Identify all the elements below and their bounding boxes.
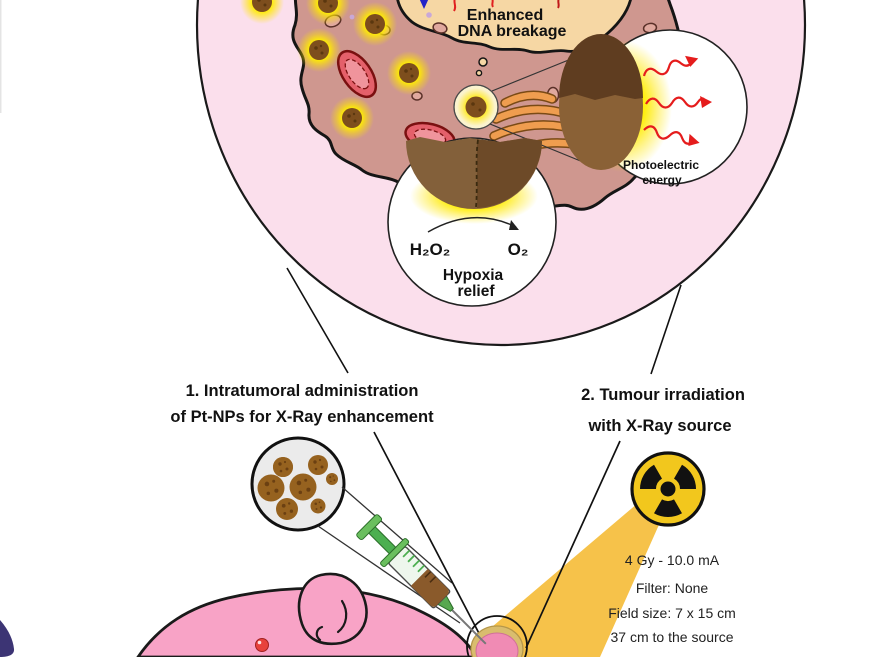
graduation-marks <box>402 549 425 573</box>
irradiation-distance: 37 cm to the source <box>610 629 734 645</box>
o2-label: O₂ <box>507 240 529 259</box>
mitochondrion <box>336 49 378 99</box>
xray-beam <box>486 503 662 657</box>
dna-fragment-red <box>557 0 560 9</box>
nucleus-label-line1: Enhanced <box>466 7 544 24</box>
photoelectric-label-line2: energy <box>642 173 682 187</box>
photoelectron-arrows <box>642 55 712 147</box>
magnifier-line <box>317 525 461 624</box>
target-circle <box>466 615 528 657</box>
corner-swoosh <box>0 620 15 657</box>
inner-ear-line <box>315 625 324 642</box>
pointer-line-ellipse-step2 <box>650 284 682 375</box>
reaction-arrowhead <box>509 220 519 230</box>
step2-label-line2: with X-Ray source <box>588 417 732 435</box>
irradiation-field: Field size: 7 x 15 cm <box>608 605 736 621</box>
magnifier-line <box>491 56 577 92</box>
chromatin-dot <box>349 14 355 20</box>
step2-label-line1: 2. Tumour irradiation <box>581 386 745 404</box>
big-nanoparticle-dark-half <box>477 138 542 208</box>
syringe-icon <box>356 514 487 645</box>
radiation-trefoil-icon <box>630 451 706 527</box>
mouse-illustration <box>136 572 478 657</box>
step1-label-line2: of Pt-NPs for X-Ray enhancement <box>170 408 434 426</box>
pointer-line-ellipse-step1 <box>286 267 349 374</box>
hypoxia-label-line1: Hypoxia <box>442 267 504 284</box>
photoelectric-energy-circle <box>489 29 748 185</box>
dna-fragment-red <box>491 0 494 8</box>
np-solution <box>410 568 449 607</box>
hypoxia-relief-circle <box>387 137 557 307</box>
nucleus-label-line2: DNA breakage <box>457 23 567 40</box>
chromatin-dot <box>426 12 432 18</box>
irradiation-dose: 4 Gy - 10.0 mA <box>624 552 720 568</box>
bubble-dot <box>478 57 488 67</box>
magnifier-line <box>341 486 453 584</box>
pointer-line-step1-tumor <box>373 431 484 642</box>
irradiation-filter: Filter: None <box>635 580 709 596</box>
photoelectric-label-line1: Photoelectric <box>622 158 700 172</box>
reaction-arrow <box>427 216 517 233</box>
pointer-line-step2-tumor <box>525 440 621 649</box>
big-nanoparticle-dark-half <box>559 34 643 100</box>
pt-nanoparticles-magnified <box>250 436 461 624</box>
dna-fragment-red <box>453 0 457 12</box>
eye-glint <box>257 640 262 645</box>
bubble-dot <box>475 69 483 77</box>
mouse-ear <box>297 572 368 646</box>
inner-ear-line <box>336 599 348 634</box>
h2o2-label: H₂O₂ <box>409 240 451 259</box>
dna-arrow-blue <box>419 0 429 9</box>
hypoxia-label-line2: relief <box>457 283 495 300</box>
panel-edge-line <box>0 0 2 113</box>
tumor-site <box>466 615 528 657</box>
mouse-eye <box>255 638 269 652</box>
plunger-thumb-rest <box>356 514 383 541</box>
step1-label-line1: 1. Intratumoral administration <box>185 382 419 400</box>
highlighted-nanoparticle <box>453 84 499 130</box>
graduation-marks-dark <box>424 571 437 583</box>
needle <box>449 607 487 645</box>
